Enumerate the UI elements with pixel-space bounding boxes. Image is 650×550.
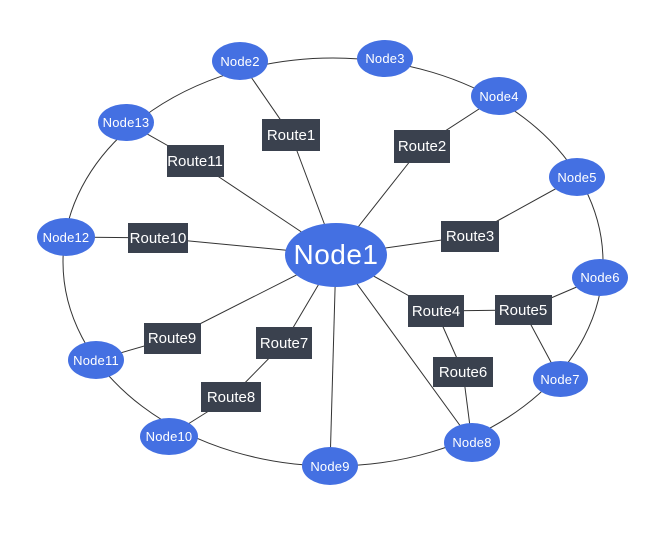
graph-node-node2[interactable]: Node2 — [212, 42, 268, 80]
graph-node-node8[interactable]: Node8 — [444, 422, 500, 462]
route-box-label: Route2 — [397, 137, 447, 155]
route-box-route10[interactable]: Route10 — [128, 223, 188, 253]
graph-node-node1[interactable]: Node1 — [285, 223, 387, 287]
route-box-route11[interactable]: Route11 — [166, 145, 224, 177]
graph-node-label: Node10 — [145, 428, 193, 444]
route-box-route3[interactable]: Route3 — [441, 220, 499, 252]
route-box-label: Route7 — [259, 334, 309, 352]
graph-node-label: Node2 — [220, 53, 260, 69]
route-box-route5[interactable]: Route5 — [494, 295, 552, 325]
route-box-label: Route1 — [266, 126, 316, 144]
graph-node-label: Node7 — [540, 371, 580, 387]
route-box-label: Route4 — [411, 302, 461, 320]
route-box-route6[interactable]: Route6 — [433, 357, 493, 387]
route-box-route2[interactable]: Route2 — [394, 129, 450, 163]
route-box-route7[interactable]: Route7 — [256, 327, 312, 359]
graph-node-node10[interactable]: Node10 — [140, 417, 198, 455]
edge-node1-node8 — [335, 254, 473, 443]
route-box-route8[interactable]: Route8 — [201, 382, 261, 412]
route-box-route9[interactable]: Route9 — [143, 322, 201, 354]
route-box-label: Route9 — [147, 329, 197, 347]
graph-node-label: Node9 — [310, 458, 350, 474]
route-box-label: Route8 — [206, 388, 256, 406]
edge-node1-node9 — [329, 254, 337, 467]
graph-node-node11[interactable]: Node11 — [68, 341, 124, 379]
graph-node-label: Node12 — [42, 229, 90, 245]
graph-node-node12[interactable]: Node12 — [37, 218, 95, 256]
graph-node-label: Node4 — [479, 88, 519, 104]
graph-node-node6[interactable]: Node6 — [572, 258, 628, 296]
graph-node-label: Node1 — [293, 239, 379, 270]
graph-node-node4[interactable]: Node4 — [471, 77, 527, 115]
route-box-route4[interactable]: Route4 — [408, 295, 464, 327]
route-box-route1[interactable]: Route1 — [262, 119, 320, 151]
graph-node-label: Node6 — [580, 269, 620, 285]
route-box-label: Route3 — [445, 227, 495, 245]
graph-node-node9[interactable]: Node9 — [302, 447, 358, 485]
route-box-label: Route5 — [498, 301, 548, 319]
route-box-label: Route11 — [167, 152, 223, 170]
graph-node-label: Node13 — [102, 114, 150, 130]
graph-node-label: Node3 — [365, 50, 405, 66]
graph-node-node5[interactable]: Node5 — [549, 158, 605, 196]
graph-node-node3[interactable]: Node3 — [357, 39, 413, 77]
route-box-label: Route10 — [129, 229, 187, 247]
graph-node-label: Node5 — [557, 169, 597, 185]
graph-node-node7[interactable]: Node7 — [532, 361, 588, 397]
graph-node-label: Node11 — [73, 352, 119, 368]
graph-node-label: Node8 — [452, 434, 492, 450]
graph-node-node13[interactable]: Node13 — [98, 103, 154, 141]
route-box-label: Route6 — [438, 363, 488, 381]
